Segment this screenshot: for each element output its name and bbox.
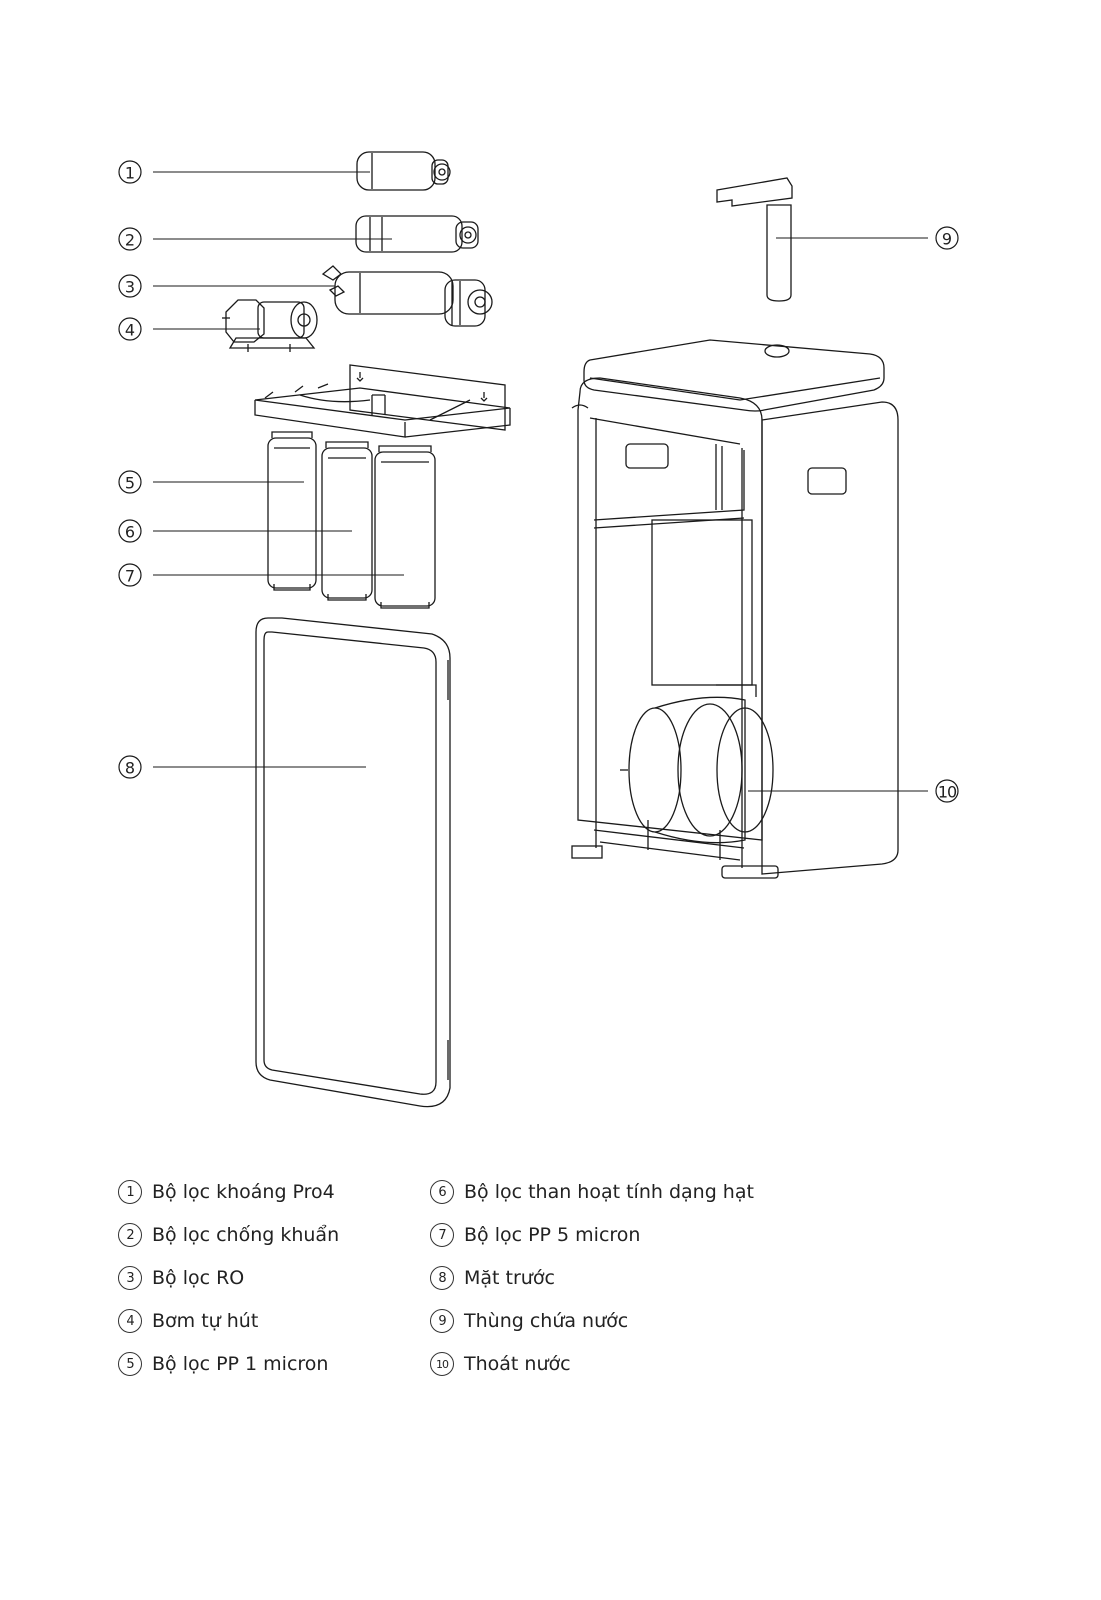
callout-circles — [118, 160, 959, 803]
legend-number: 5 — [118, 1351, 142, 1376]
legend-label: Mặt trước — [464, 1266, 555, 1289]
front-panel — [255, 617, 451, 1108]
legend-label: Thùng chứa nước — [464, 1309, 629, 1332]
legend-number: 7 — [430, 1222, 454, 1247]
legend-item: 5 Bộ lọc PP 1 micron — [118, 1342, 339, 1385]
drain-tank — [620, 696, 774, 844]
callout-number-9: 9 — [942, 230, 952, 249]
leader-lines — [153, 171, 928, 792]
legend-number: 4 — [118, 1308, 142, 1333]
callout-number-8: 8 — [125, 759, 135, 778]
callout-number-6: 6 — [125, 523, 135, 542]
callout-number-2: 2 — [125, 231, 135, 250]
main-cabinet — [571, 339, 899, 879]
legend-item: 6 Bộ lọc than hoạt tính dạng hạt — [430, 1170, 754, 1213]
faucet — [716, 177, 793, 302]
legend-item: 1 Bộ lọc khoáng Pro4 — [118, 1170, 339, 1213]
legend-label: Bộ lọc PP 1 micron — [152, 1352, 329, 1375]
callout-number-1: 1 — [125, 164, 135, 183]
callout-number-3: 3 — [125, 278, 135, 297]
legend-number: 2 — [118, 1222, 142, 1247]
legend-number: 6 — [430, 1179, 454, 1204]
filter-housing-assembly — [254, 364, 511, 609]
legend-column-left: 1 Bộ lọc khoáng Pro4 2 Bộ lọc chống khuẩ… — [118, 1170, 339, 1385]
legend-label: Bơm tự hút — [152, 1309, 259, 1332]
callout-number-4: 4 — [125, 321, 135, 340]
ro-filter — [321, 265, 493, 327]
mineral-filter-pro4 — [356, 151, 451, 191]
legend-number: 8 — [430, 1265, 454, 1290]
legend-column-right: 6 Bộ lọc than hoạt tính dạng hạt 7 Bộ lọ… — [430, 1170, 754, 1385]
legend-item: 4 Bơm tự hút — [118, 1299, 339, 1342]
legend-label: Bộ lọc chống khuẩn — [152, 1223, 340, 1246]
legend-item: 10 Thoát nước — [430, 1342, 754, 1385]
legend-item: 7 Bộ lọc PP 5 micron — [430, 1213, 754, 1256]
callout-number-10: 10 — [938, 783, 957, 802]
legend-item: 8 Mặt trước — [430, 1256, 754, 1299]
legend-label: Thoát nước — [464, 1352, 571, 1375]
legend-item: 2 Bộ lọc chống khuẩn — [118, 1213, 339, 1256]
legend-item: 9 Thùng chứa nước — [430, 1299, 754, 1342]
antibacterial-filter — [355, 215, 479, 253]
callout-number-7: 7 — [125, 567, 135, 586]
self-priming-pump — [222, 299, 318, 352]
legend-label: Bộ lọc PP 5 micron — [464, 1223, 641, 1246]
legend-number: 10 — [430, 1351, 454, 1376]
callout-number-5: 5 — [125, 474, 135, 493]
legend-number: 3 — [118, 1265, 142, 1290]
legend-number: 9 — [430, 1308, 454, 1333]
legend-item: 3 Bộ lọc RO — [118, 1256, 339, 1299]
legend-number: 1 — [118, 1179, 142, 1204]
legend-label: Bộ lọc than hoạt tính dạng hạt — [464, 1180, 754, 1203]
legend-label: Bộ lọc khoáng Pro4 — [152, 1180, 335, 1203]
legend-label: Bộ lọc RO — [152, 1266, 245, 1289]
